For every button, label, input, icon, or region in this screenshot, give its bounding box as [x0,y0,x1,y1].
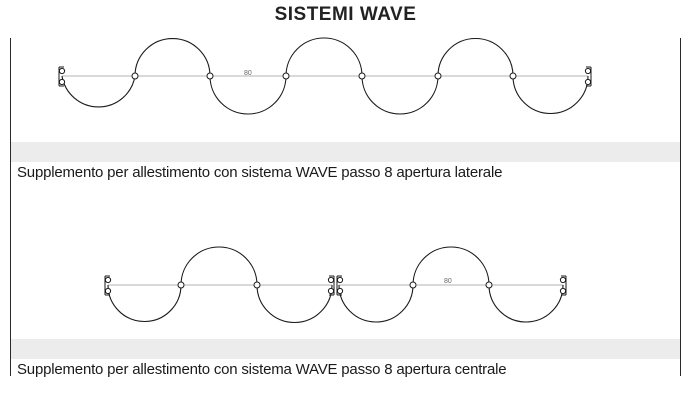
wave-upper-arc [134,37,211,77]
caption-band [11,339,680,359]
carrier-node [131,72,139,80]
wave-lower-arc [256,284,333,324]
carrier-node [253,281,261,289]
caption-band [11,142,680,162]
wave-upper-arc [285,37,363,77]
wave-lower-arc [512,75,589,115]
wave-upper-arc [437,37,514,77]
carrier-node [206,72,214,80]
center-stop-left [327,275,335,296]
wave-lower-arc [488,284,564,323]
wave-upper-arc [180,246,258,286]
carrier-node [177,281,185,289]
carrier-node [434,72,442,80]
carrier-node [485,281,493,289]
end-stop-left [104,275,112,296]
caption-central: Supplemento per allestimento con sistema… [17,361,507,378]
wave-diagram-central: 80 [104,246,567,324]
center-stop-right [336,275,344,296]
left-border-line [10,38,11,376]
carrier-node [509,72,517,80]
carrier-node [409,281,417,289]
wave-lower-arc [107,284,182,322]
dimension-label: 80 [444,278,452,285]
carrier-node [282,72,290,80]
wave-diagram-lateral: 80 [58,37,592,115]
wave-lower-arc [338,284,414,323]
end-stop-left [58,66,66,87]
right-border-line [680,38,681,376]
carrier-node [358,72,366,80]
wave-lower-arc [361,75,439,115]
end-stop-right [559,275,567,296]
end-stop-right [584,66,592,87]
wave-lower-arc [209,75,287,115]
wave-lower-arc [61,75,136,108]
wave-upper-arc [412,246,490,286]
caption-lateral: Supplemento per allestimento con sistema… [17,164,503,181]
dimension-label: 80 [244,70,252,77]
page-title: SISTEMI WAVE [274,4,417,25]
